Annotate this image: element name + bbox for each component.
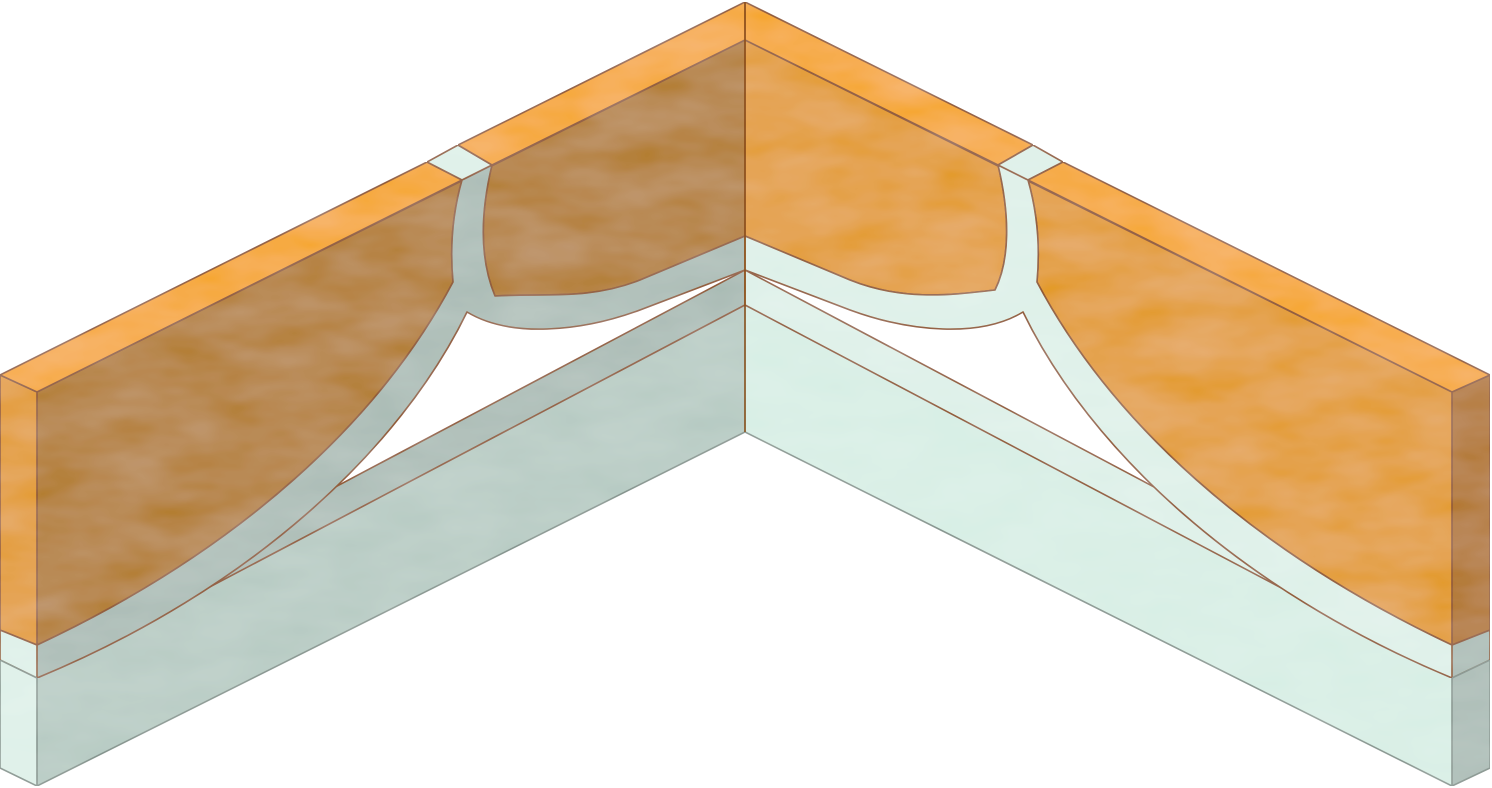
left-wall-end-cap-mint xyxy=(0,659,38,787)
right-top-strip-outer xyxy=(1027,161,1491,393)
left-wall xyxy=(0,39,746,787)
right-wall-arch xyxy=(744,164,1453,679)
right-wall-end-cap-mint xyxy=(1451,659,1491,787)
wall-top-edges xyxy=(0,1,1491,393)
right-wall xyxy=(744,39,1491,787)
left-wall-end-cap-orange xyxy=(0,374,38,646)
right-wall-end-cap-orange xyxy=(1451,374,1491,646)
left-wall-arch xyxy=(36,164,746,679)
